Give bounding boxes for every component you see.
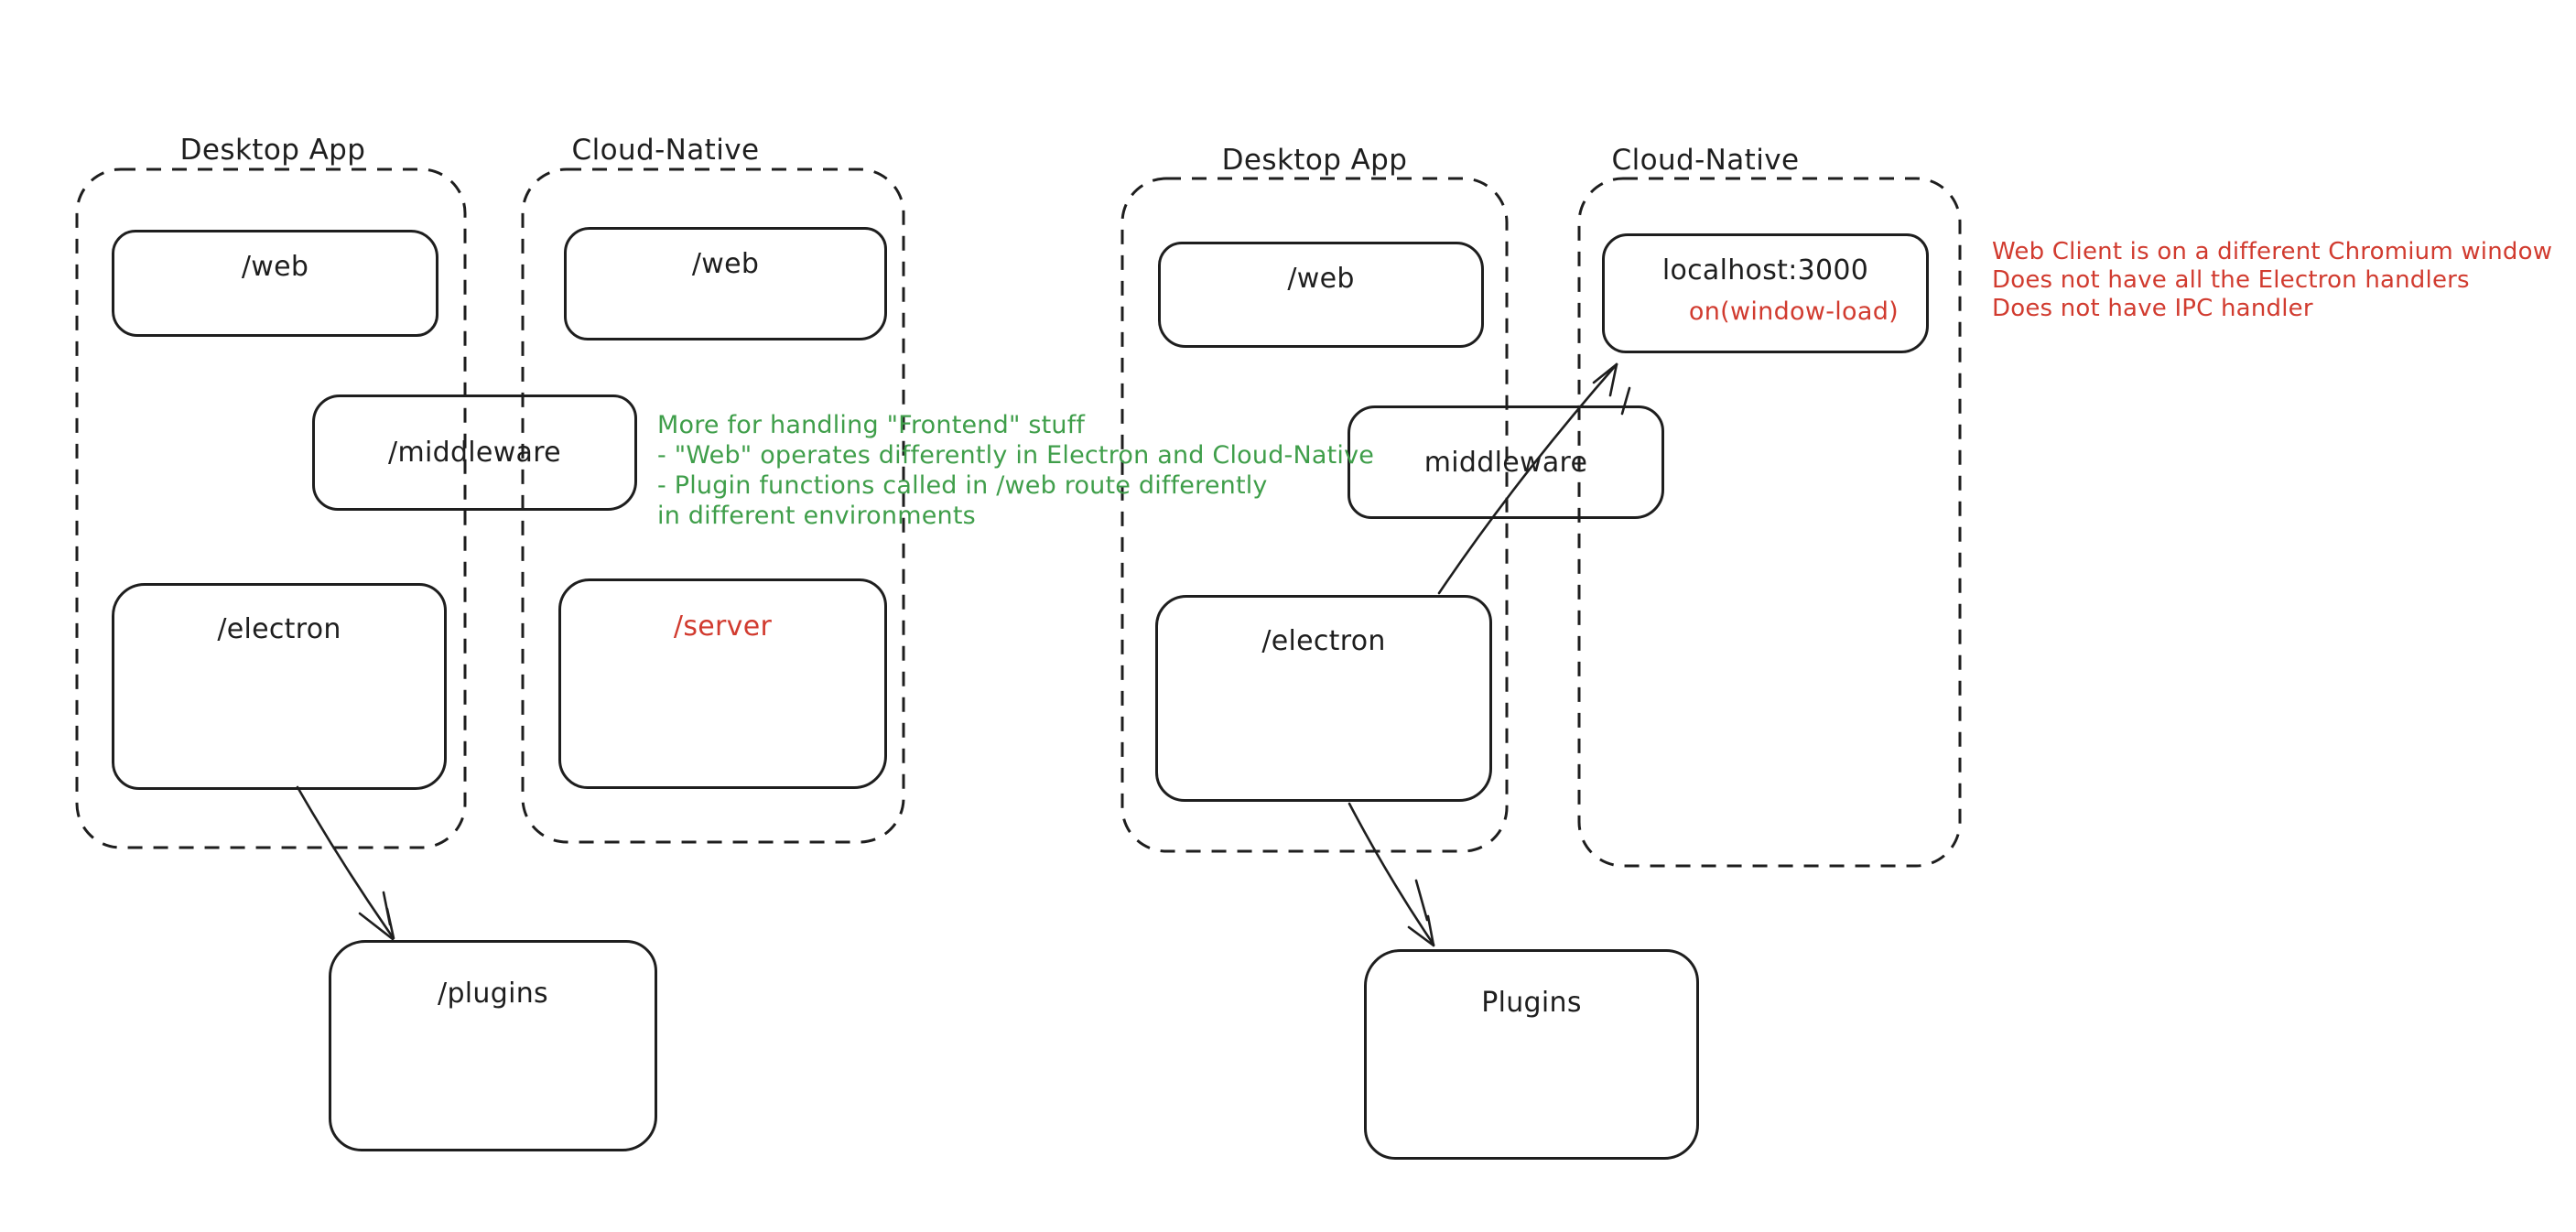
node-left-server[interactable]: /server <box>558 578 887 789</box>
label-left-desktop-app[interactable]: Desktop App <box>179 134 366 167</box>
arrow-right-electron-to-localhost[interactable] <box>1437 362 1631 595</box>
node-left-server-label: /server <box>673 611 773 643</box>
node-right-middleware-label: middleware <box>1423 446 1588 479</box>
label-right-cloud-native[interactable]: Cloud-Native <box>1611 144 1800 177</box>
node-left-middleware-label: /middleware <box>388 437 561 469</box>
node-left-electron-label: /electron <box>217 613 341 645</box>
node-left-web-cloud[interactable]: /web <box>564 227 887 340</box>
node-left-middleware[interactable]: /middleware <box>312 394 637 511</box>
note-frontend-handling[interactable]: More for handling "Frontend" stuff - "We… <box>657 411 1375 530</box>
node-right-electron[interactable]: /electron <box>1155 595 1492 802</box>
label-right-desktop-app[interactable]: Desktop App <box>1221 144 1408 177</box>
node-right-plugins[interactable]: Plugins <box>1364 949 1699 1160</box>
node-right-electron-label: /electron <box>1261 625 1386 657</box>
node-right-localhost-event: on(window-load) <box>1688 297 1899 326</box>
label-left-cloud-native[interactable]: Cloud-Native <box>571 134 760 167</box>
node-left-plugins[interactable]: /plugins <box>329 940 657 1151</box>
note-web-client-limits[interactable]: Web Client is on a different Chromium wi… <box>1992 238 2553 322</box>
group-left-cloud-native[interactable] <box>521 168 905 844</box>
group-right-cloud-native[interactable] <box>1577 177 1962 868</box>
node-left-electron[interactable]: /electron <box>112 583 447 790</box>
node-left-web-desktop-label: /web <box>241 251 309 283</box>
node-left-web-desktop[interactable]: /web <box>112 230 438 337</box>
node-right-localhost[interactable]: localhost:3000 on(window-load) <box>1602 233 1929 353</box>
group-right-desktop-app[interactable] <box>1120 177 1509 853</box>
node-left-web-cloud-label: /web <box>691 248 760 280</box>
arrow-right-electron-to-plugins[interactable] <box>1348 802 1435 947</box>
node-left-plugins-label: /plugins <box>438 978 548 1010</box>
group-left-desktop-app[interactable] <box>75 168 467 849</box>
node-right-localhost-label: localhost:3000 <box>1661 254 1869 286</box>
node-right-plugins-label: Plugins <box>1481 987 1582 1019</box>
node-right-web-label: /web <box>1287 263 1355 295</box>
node-right-middleware[interactable]: middleware <box>1348 405 1664 519</box>
node-right-web[interactable]: /web <box>1158 242 1484 348</box>
arrow-left-electron-to-plugins[interactable] <box>296 785 395 941</box>
